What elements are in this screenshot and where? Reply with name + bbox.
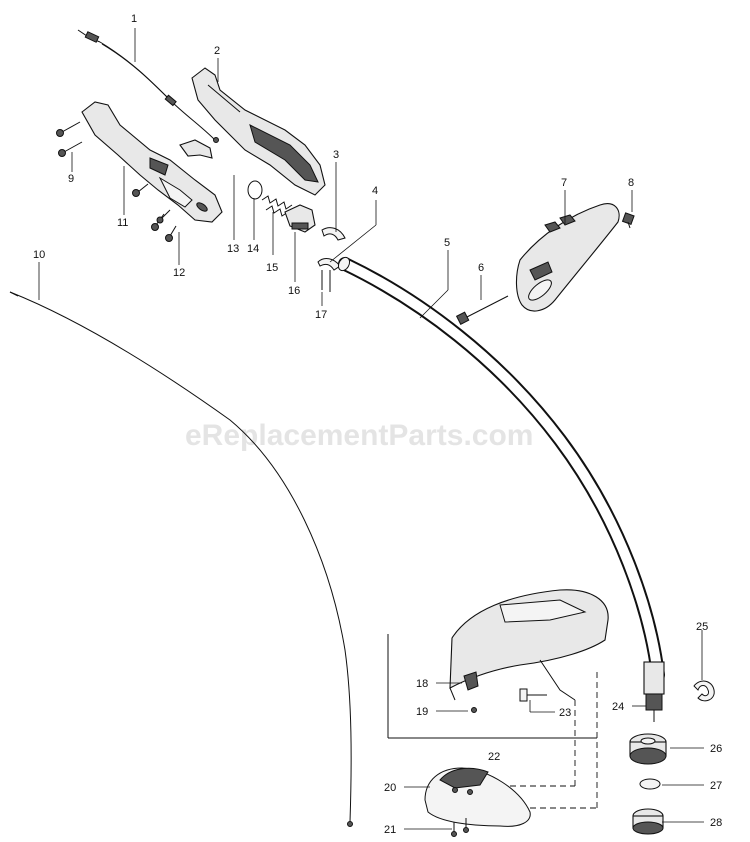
nut-8: [621, 212, 635, 229]
screws-21: [451, 818, 469, 837]
callout-24: 24: [612, 701, 624, 713]
callouts: 1 2 3 4 5 6 7 8 9 10 11 12 13 14 15 16 1…: [33, 13, 722, 836]
callout-11: 11: [117, 217, 128, 229]
callout-5: 5: [444, 237, 450, 249]
callout-28: 28: [710, 817, 722, 829]
callout-12: 12: [173, 267, 185, 279]
callout-27: 27: [710, 780, 722, 792]
guard-plate: [424, 767, 531, 827]
callout-19: 19: [416, 706, 428, 718]
callout-18: 18: [416, 678, 428, 690]
clip-18: [463, 671, 479, 691]
washer-25: [693, 680, 715, 702]
guide-lines: [387, 634, 598, 809]
callout-23: 23: [559, 707, 571, 719]
callout-20: 20: [384, 782, 396, 794]
callout-2: 2: [214, 45, 220, 57]
gear-head: [643, 661, 665, 722]
shaft-tube: [337, 256, 665, 682]
callout-3: 3: [333, 149, 339, 161]
handle-housing-lower: [81, 101, 223, 223]
clamp-half-upper: [321, 227, 346, 241]
callout-6: 6: [478, 262, 484, 274]
callout-14: 14: [247, 243, 259, 255]
watermark: eReplacementParts.com: [185, 419, 534, 452]
screws-12: [132, 183, 177, 242]
trimmer-spool: [629, 733, 667, 765]
callout-22: 22: [488, 751, 500, 763]
clamp: [284, 204, 316, 233]
handle-housing-upper: [191, 67, 326, 196]
screw-19: [471, 707, 477, 713]
o-ring: [247, 180, 263, 200]
assist-handle: [515, 203, 620, 312]
bolt-23: [519, 688, 547, 702]
guard: [449, 589, 609, 701]
callout-9: 9: [68, 173, 74, 185]
callout-7: 7: [561, 177, 567, 189]
callout-16: 16: [288, 285, 300, 297]
callout-8: 8: [628, 177, 634, 189]
screws-9: [56, 121, 83, 157]
drive-shaft: [9, 291, 353, 827]
spring: [261, 195, 293, 217]
callout-25: 25: [696, 621, 708, 633]
callout-10: 10: [33, 249, 45, 261]
callout-17: 17: [315, 309, 327, 321]
bolt-6: [455, 295, 509, 325]
callout-21: 21: [384, 824, 396, 836]
callout-26: 26: [710, 743, 722, 755]
callout-15: 15: [266, 262, 278, 274]
clamp-half-lower: [317, 258, 341, 292]
trigger: [179, 139, 213, 159]
washer-27: [639, 778, 661, 790]
throttle-cable: [77, 29, 219, 143]
callout-1: 1: [131, 13, 137, 25]
leader-lines: [38, 28, 704, 830]
callout-4: 4: [372, 185, 378, 197]
spool-cap: [632, 808, 664, 835]
callout-13: 13: [227, 243, 239, 255]
